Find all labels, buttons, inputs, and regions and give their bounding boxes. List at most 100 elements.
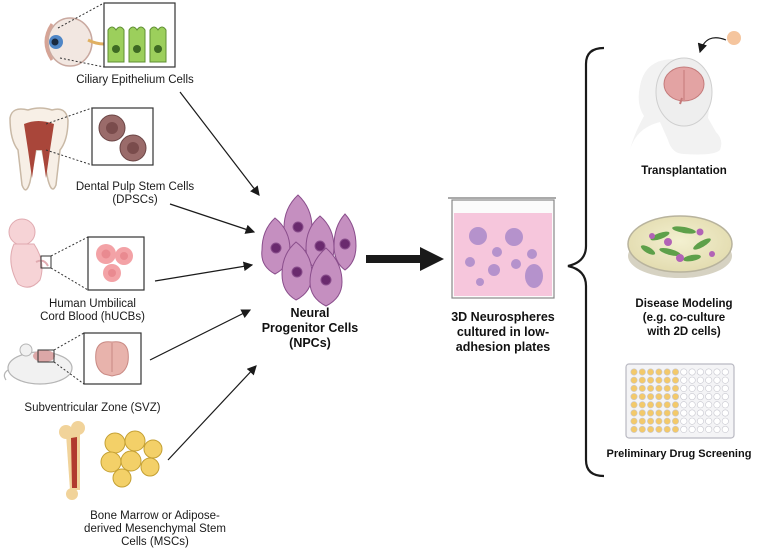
well (680, 368, 688, 376)
arrow-hucb (154, 261, 254, 282)
well (630, 409, 638, 417)
well (647, 417, 655, 425)
well (638, 409, 646, 417)
label-drug: Preliminary Drug Screening (606, 448, 752, 460)
arrow-ciliary (179, 91, 260, 196)
well (721, 393, 729, 401)
well (671, 425, 679, 433)
label-msc-line3: Cells (MSCs) (121, 536, 189, 548)
label-neuro-line1: 3D Neurospheres (451, 310, 555, 324)
arrow-svz (149, 309, 252, 361)
well (696, 368, 704, 376)
well (671, 376, 679, 384)
well (705, 409, 713, 417)
well (638, 384, 646, 392)
well (638, 393, 646, 401)
well (655, 368, 663, 376)
well (671, 393, 679, 401)
well (655, 393, 663, 401)
well (688, 384, 696, 392)
well (671, 368, 679, 376)
well (713, 376, 721, 384)
well (713, 401, 721, 409)
well (705, 393, 713, 401)
well (663, 409, 671, 417)
well (630, 425, 638, 433)
label-npc-line1: Neural (290, 306, 330, 320)
bracket (567, 46, 605, 478)
well (663, 425, 671, 433)
well (688, 393, 696, 401)
well (663, 368, 671, 376)
well (680, 409, 688, 417)
label-neuro-line3: adhesion plates (455, 340, 551, 354)
well (688, 425, 696, 433)
well (696, 401, 704, 409)
well (696, 417, 704, 425)
well (721, 425, 729, 433)
well (655, 384, 663, 392)
label-disease: Disease Modeling (e.g. co-culture with 2… (614, 297, 754, 339)
well (680, 393, 688, 401)
well (663, 393, 671, 401)
well (647, 393, 655, 401)
fetus-icon (8, 218, 49, 288)
eye-icon (44, 17, 105, 67)
well (713, 425, 721, 433)
arrow-dental (169, 203, 256, 234)
well (696, 384, 704, 392)
well (630, 401, 638, 409)
label-neuro-line2: cultured in low- (456, 325, 550, 339)
label-npc: Neural Progenitor Cells (NPCs) (240, 306, 380, 351)
well (638, 368, 646, 376)
well (630, 384, 638, 392)
well (630, 417, 638, 425)
well (705, 384, 713, 392)
well (630, 376, 638, 384)
well (655, 401, 663, 409)
well (647, 368, 655, 376)
label-msc: Bone Marrow or Adipose- derived Mesenchy… (60, 510, 250, 549)
ciliary-cells (107, 26, 167, 63)
well (721, 401, 729, 409)
well (671, 401, 679, 409)
well (680, 376, 688, 384)
label-ciliary: Ciliary Epithelium Cells (76, 74, 194, 86)
label-dental-line2: (DPSCs) (112, 194, 158, 206)
label-neurospheres: 3D Neurospheres cultured in low- adhesio… (433, 310, 573, 355)
label-npc-line3: (NPCs) (289, 336, 331, 350)
label-hucb-line2: Cord Blood (hUCBs) (40, 311, 145, 323)
well (647, 384, 655, 392)
well (638, 376, 646, 384)
well (680, 425, 688, 433)
well (705, 401, 713, 409)
mouse-icon (3, 343, 73, 385)
well (663, 384, 671, 392)
well (688, 401, 696, 409)
well (655, 409, 663, 417)
well (721, 376, 729, 384)
well (655, 417, 663, 425)
label-disease-line2: (e.g. co-culture (642, 312, 726, 324)
well (638, 401, 646, 409)
well (696, 425, 704, 433)
well (680, 417, 688, 425)
well (721, 368, 729, 376)
well (671, 417, 679, 425)
well (713, 393, 721, 401)
label-disease-line1: Disease Modeling (635, 298, 733, 310)
well-plate-icon (625, 363, 735, 439)
well (630, 368, 638, 376)
well (721, 384, 729, 392)
well (705, 376, 713, 384)
well (696, 393, 704, 401)
transplant-arrow (697, 37, 727, 54)
culture-container (448, 197, 556, 299)
well (663, 401, 671, 409)
well (688, 409, 696, 417)
label-transplant: Transplantation (641, 165, 727, 177)
tooth-icon (9, 107, 69, 191)
well (663, 417, 671, 425)
well (647, 409, 655, 417)
well (688, 376, 696, 384)
